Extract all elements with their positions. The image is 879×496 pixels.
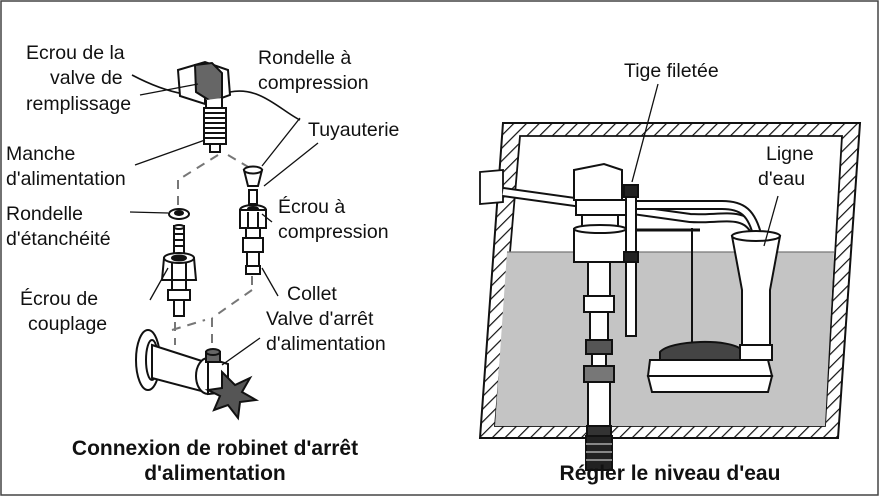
label-fill-valve-nut-line3: remplissage: [26, 93, 132, 115]
label-seal-washer-line2: d'étanchéité: [6, 228, 111, 250]
caption-adjust-water-level: Régler le niveau d'eau: [559, 462, 781, 485]
label-collar: Collet: [287, 283, 337, 305]
label-compression-washer-line2: compression: [258, 72, 369, 94]
label-compression-nut-line2: compression: [278, 221, 389, 243]
fill-valve-nut-part: [176, 60, 232, 111]
label-compression-nut-line1: Écrou à: [278, 196, 346, 218]
right-leader-lines: [631, 83, 779, 247]
label-coupling-nut-line2: couplage: [28, 313, 108, 335]
label-coupling-nut-line1: Écrou de: [20, 288, 99, 310]
compression-washer-part: [242, 165, 264, 187]
label-threaded-rod: Tige filetée: [624, 60, 719, 82]
label-water-line-line1: Ligne: [766, 143, 814, 165]
threaded-shank-part: [203, 107, 227, 153]
supply-connection-illustration: [131, 60, 301, 421]
label-tubing: Tuyauterie: [308, 119, 400, 141]
left-leader-lines: [129, 83, 319, 366]
shutoff-valve-part: [135, 329, 260, 421]
label-shutoff-valve-line1: Valve d'arrêt: [266, 308, 374, 330]
tubing-part: [248, 189, 258, 205]
seal-washer-part: [168, 208, 190, 220]
label-shutoff-valve-line2: d'alimentation: [266, 333, 386, 355]
caption-supply-connection-line2: d'alimentation: [144, 462, 286, 485]
label-fill-valve-nut-line1: Ecrou de la: [26, 42, 125, 64]
tank-illustration: [478, 122, 862, 471]
collar-part: [245, 265, 261, 275]
caption-supply-connection-line1: Connexion de robinet d'arrêt: [71, 437, 359, 460]
label-supply-shank-line1: Manche: [6, 143, 76, 165]
label-fill-valve-nut-line2: valve de: [50, 67, 123, 89]
label-supply-shank-line2: d'alimentation: [6, 168, 126, 190]
label-seal-washer-line1: Rondelle: [6, 203, 83, 225]
coupling-nut-part: [160, 224, 198, 317]
water-area: [495, 252, 834, 426]
label-water-line-line2: d'eau: [758, 168, 806, 190]
label-compression-washer-line1: Rondelle à: [258, 47, 352, 69]
